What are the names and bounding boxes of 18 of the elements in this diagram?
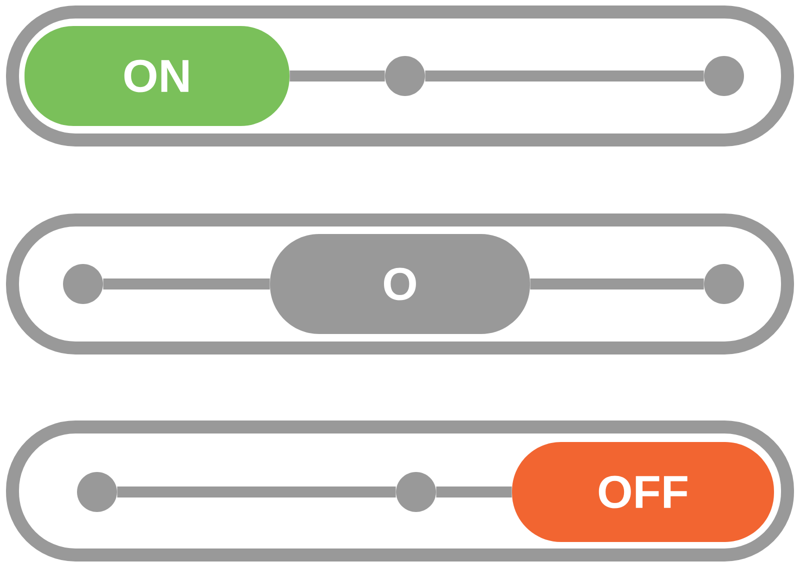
slider-dot: [704, 56, 744, 96]
switch-knob: ON: [24, 26, 290, 126]
switch-knob: OFF: [512, 442, 774, 542]
slider-frame: [6, 214, 794, 354]
slider-dot: [385, 56, 425, 96]
track-line: [117, 486, 396, 498]
slider-dot: [704, 264, 744, 304]
slider-dot: [396, 472, 436, 512]
slider-frame: [6, 6, 794, 146]
track-line: [290, 70, 385, 82]
slider-dot: [63, 264, 103, 304]
track-line: [425, 70, 704, 82]
track-line: [103, 278, 270, 290]
track-line: [530, 278, 704, 290]
track-line: [436, 486, 512, 498]
switch-knob: O: [270, 234, 530, 334]
slider-dot: [77, 472, 117, 512]
slider-frame: [6, 420, 794, 562]
